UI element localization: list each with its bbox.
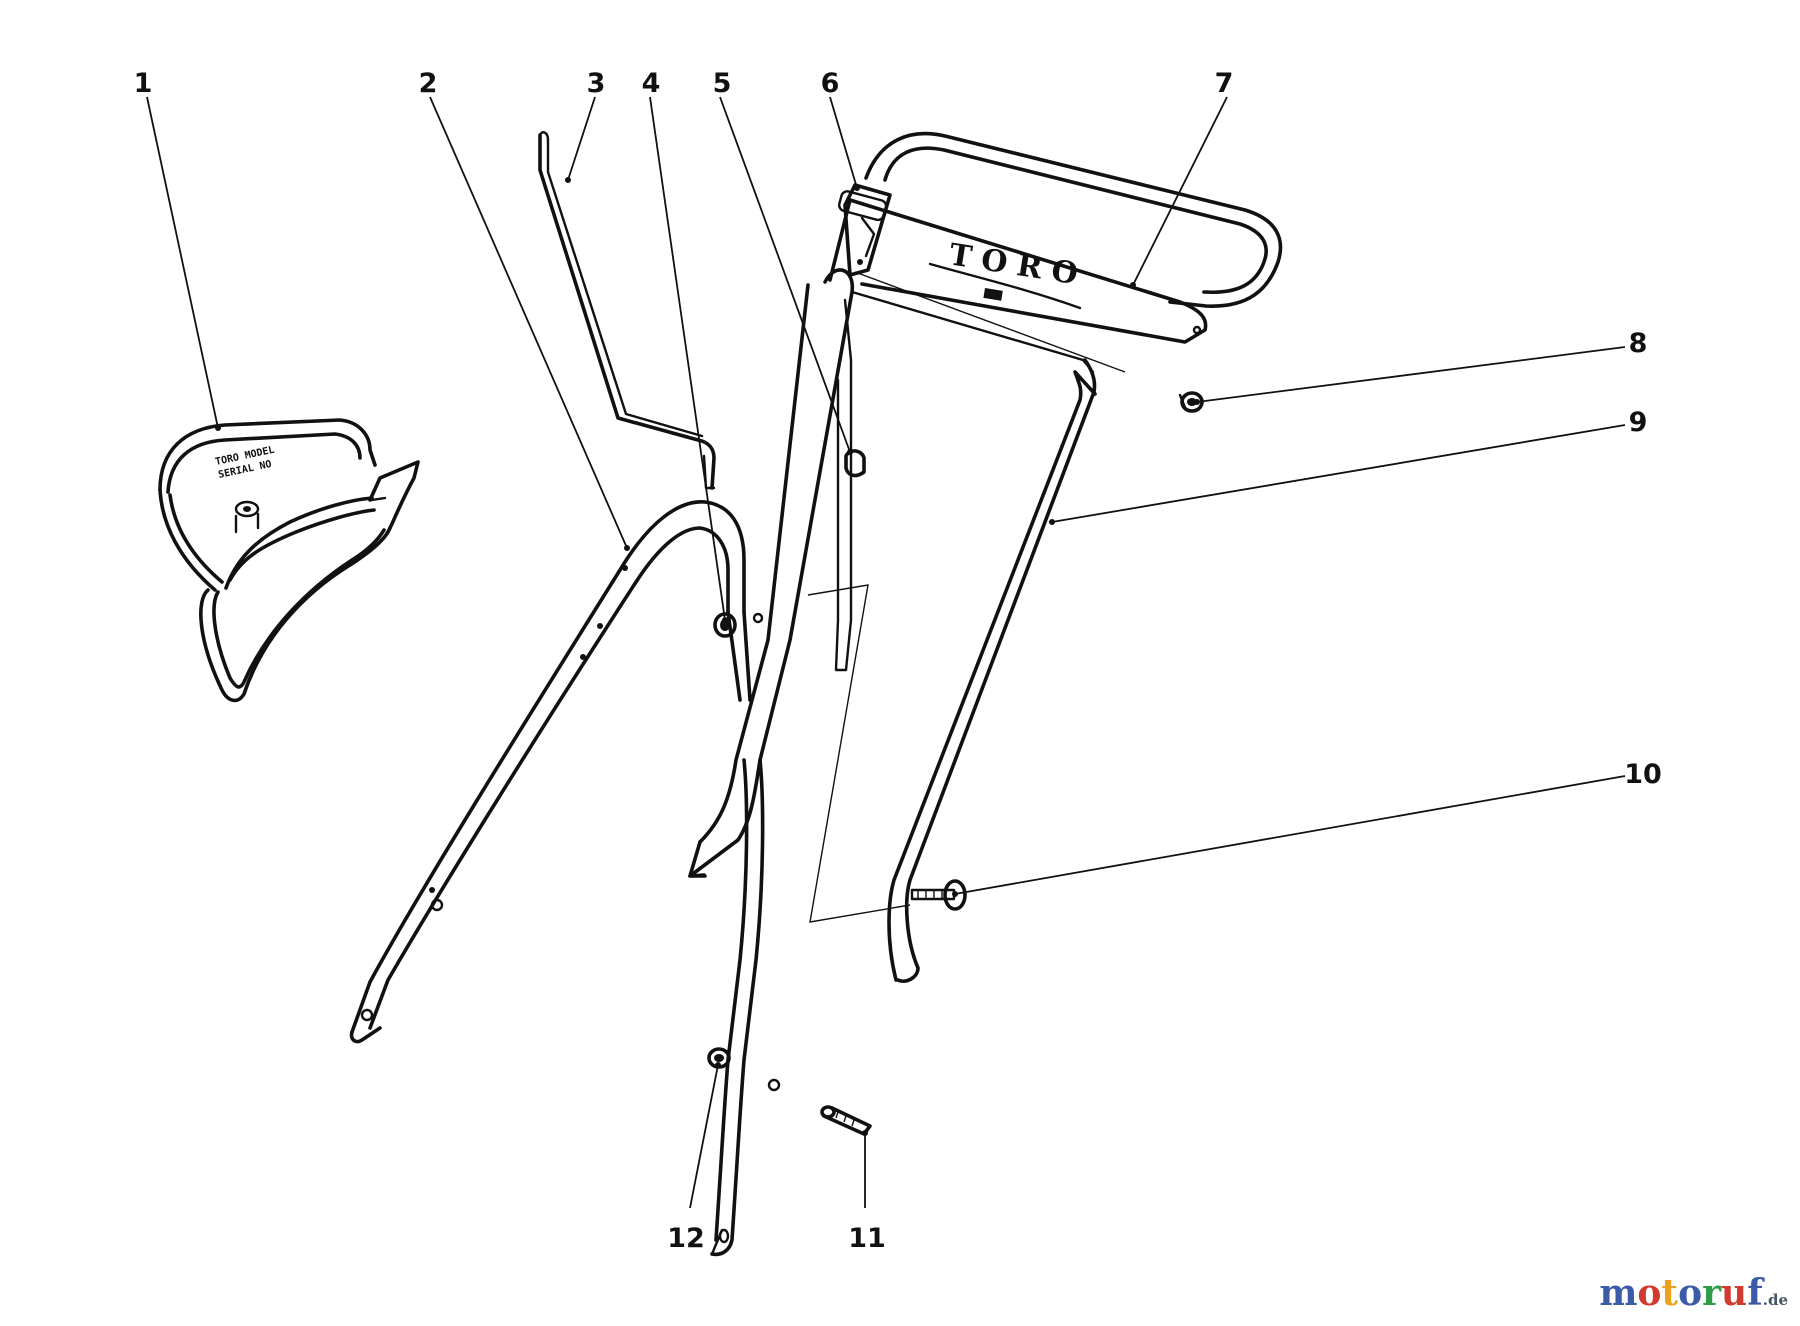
callout-3: 3	[587, 68, 606, 99]
watermark-logo: motoruf.de	[1599, 1272, 1788, 1314]
part-1-deflector: TORO MODEL SERIAL NO	[158, 418, 420, 703]
watermark-suffix: .de	[1762, 1291, 1788, 1309]
callout-8: 8	[1629, 328, 1648, 359]
assembly-guides	[807, 271, 1126, 923]
part-3-shift-rod	[538, 131, 716, 490]
callout-10: 10	[1624, 759, 1662, 790]
part-7-upper-handle: TORO	[828, 131, 1283, 362]
callout-7: 7	[1215, 68, 1234, 99]
callout-6: 6	[821, 68, 840, 99]
callout-12: 12	[667, 1223, 705, 1254]
panel-brand-text: TORO	[947, 237, 1090, 293]
part-9-right-leg	[887, 358, 1097, 984]
callout-labels: 1 2 3 4 5 6 7 8 9 10 11 12	[134, 68, 1662, 1254]
part-2-lower-handle	[349, 500, 752, 1044]
watermark-text: motoruf	[1599, 1272, 1763, 1314]
callout-9: 9	[1629, 407, 1648, 438]
callout-11: 11	[848, 1223, 886, 1254]
callout-4: 4	[642, 68, 661, 99]
leader-lines	[146, 96, 1626, 1209]
callout-5: 5	[713, 68, 732, 99]
part-11-carriage-bolt	[820, 1105, 872, 1136]
callout-2: 2	[419, 68, 438, 99]
main-handle-tube	[688, 268, 854, 1257]
callout-1: 1	[134, 68, 153, 99]
